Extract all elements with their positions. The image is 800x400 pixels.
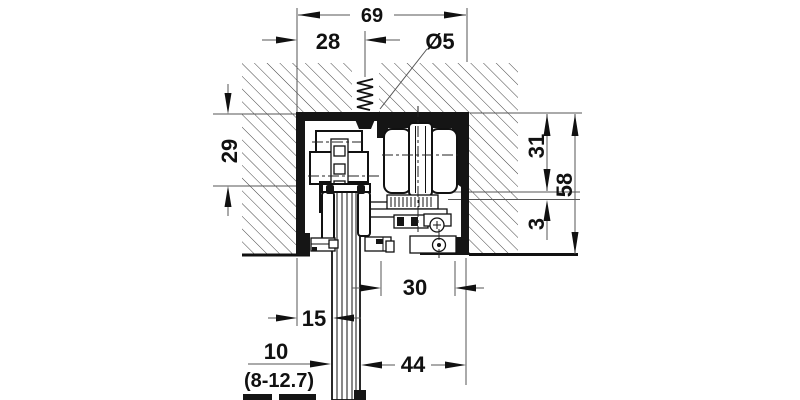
- dimension-annotations: 69 28 Ø5 29 31: [217, 5, 579, 392]
- wall-right-leg: [469, 113, 518, 253]
- wall-hatching: [242, 63, 578, 257]
- clamp-jaw-left: [321, 191, 335, 241]
- roller-wheel-right: [429, 128, 458, 194]
- wall-top-band: [242, 63, 518, 113]
- spindle-thread: [390, 197, 432, 207]
- dim-door-thickness-range-label: (8-12.7): [244, 370, 314, 392]
- dim-hole-diameter-label: Ø5: [425, 29, 454, 54]
- dim-hole-diameter: Ø5: [379, 29, 455, 110]
- floor-cut-marks: [243, 390, 366, 400]
- mounting-screw: [356, 78, 374, 111]
- clamp-pad-left: [326, 185, 334, 194]
- roller-carriage: [339, 122, 458, 233]
- dim-wall-to-door-label: 15: [302, 306, 326, 331]
- dim-adjustment-gap: 3: [524, 200, 551, 240]
- dim-left-height: 29: [217, 84, 242, 216]
- dim-screw-offset-label: 28: [316, 29, 340, 54]
- door-panel: [331, 185, 361, 400]
- dim-track-width: 69: [298, 5, 466, 27]
- clamp-cap: [321, 183, 371, 193]
- clamp-pad-right: [357, 185, 365, 194]
- bottom-clips: [310, 235, 457, 254]
- dim-left-height-label: 29: [217, 139, 242, 163]
- dim-wall-to-door: 15: [268, 306, 361, 331]
- clamp-jaw-right: [357, 191, 371, 237]
- dim-total-height-label: 58: [552, 173, 577, 197]
- dim-door-thickness-label: 10: [264, 339, 288, 364]
- center-lines: [308, 106, 458, 258]
- dim-adjustment-gap-label: 3: [524, 218, 549, 230]
- dim-door-to-edge: 44: [361, 352, 466, 377]
- screw-thread-coil: [356, 78, 374, 111]
- dim-inner-height: 31: [524, 114, 551, 191]
- dim-door-thickness: 10 (8-12.7): [244, 339, 331, 392]
- roller-wheel-left: [383, 128, 412, 194]
- dim-total-height: 58: [552, 114, 579, 254]
- extension-lines: [213, 8, 582, 385]
- mounting-screw-head: [352, 112, 378, 129]
- wall-left-leg: [242, 113, 297, 255]
- dim-screw-offset: 28: [262, 29, 400, 54]
- dim-bottom-opening-label: 30: [403, 275, 427, 300]
- dim-door-to-edge-label: 44: [401, 352, 426, 377]
- door-clamp-profile: [321, 183, 371, 241]
- dim-bottom-opening: 30: [352, 275, 484, 300]
- dim-track-width-label: 69: [361, 5, 383, 27]
- roller-hub: [408, 122, 433, 197]
- dim-inner-height-label: 31: [524, 134, 549, 158]
